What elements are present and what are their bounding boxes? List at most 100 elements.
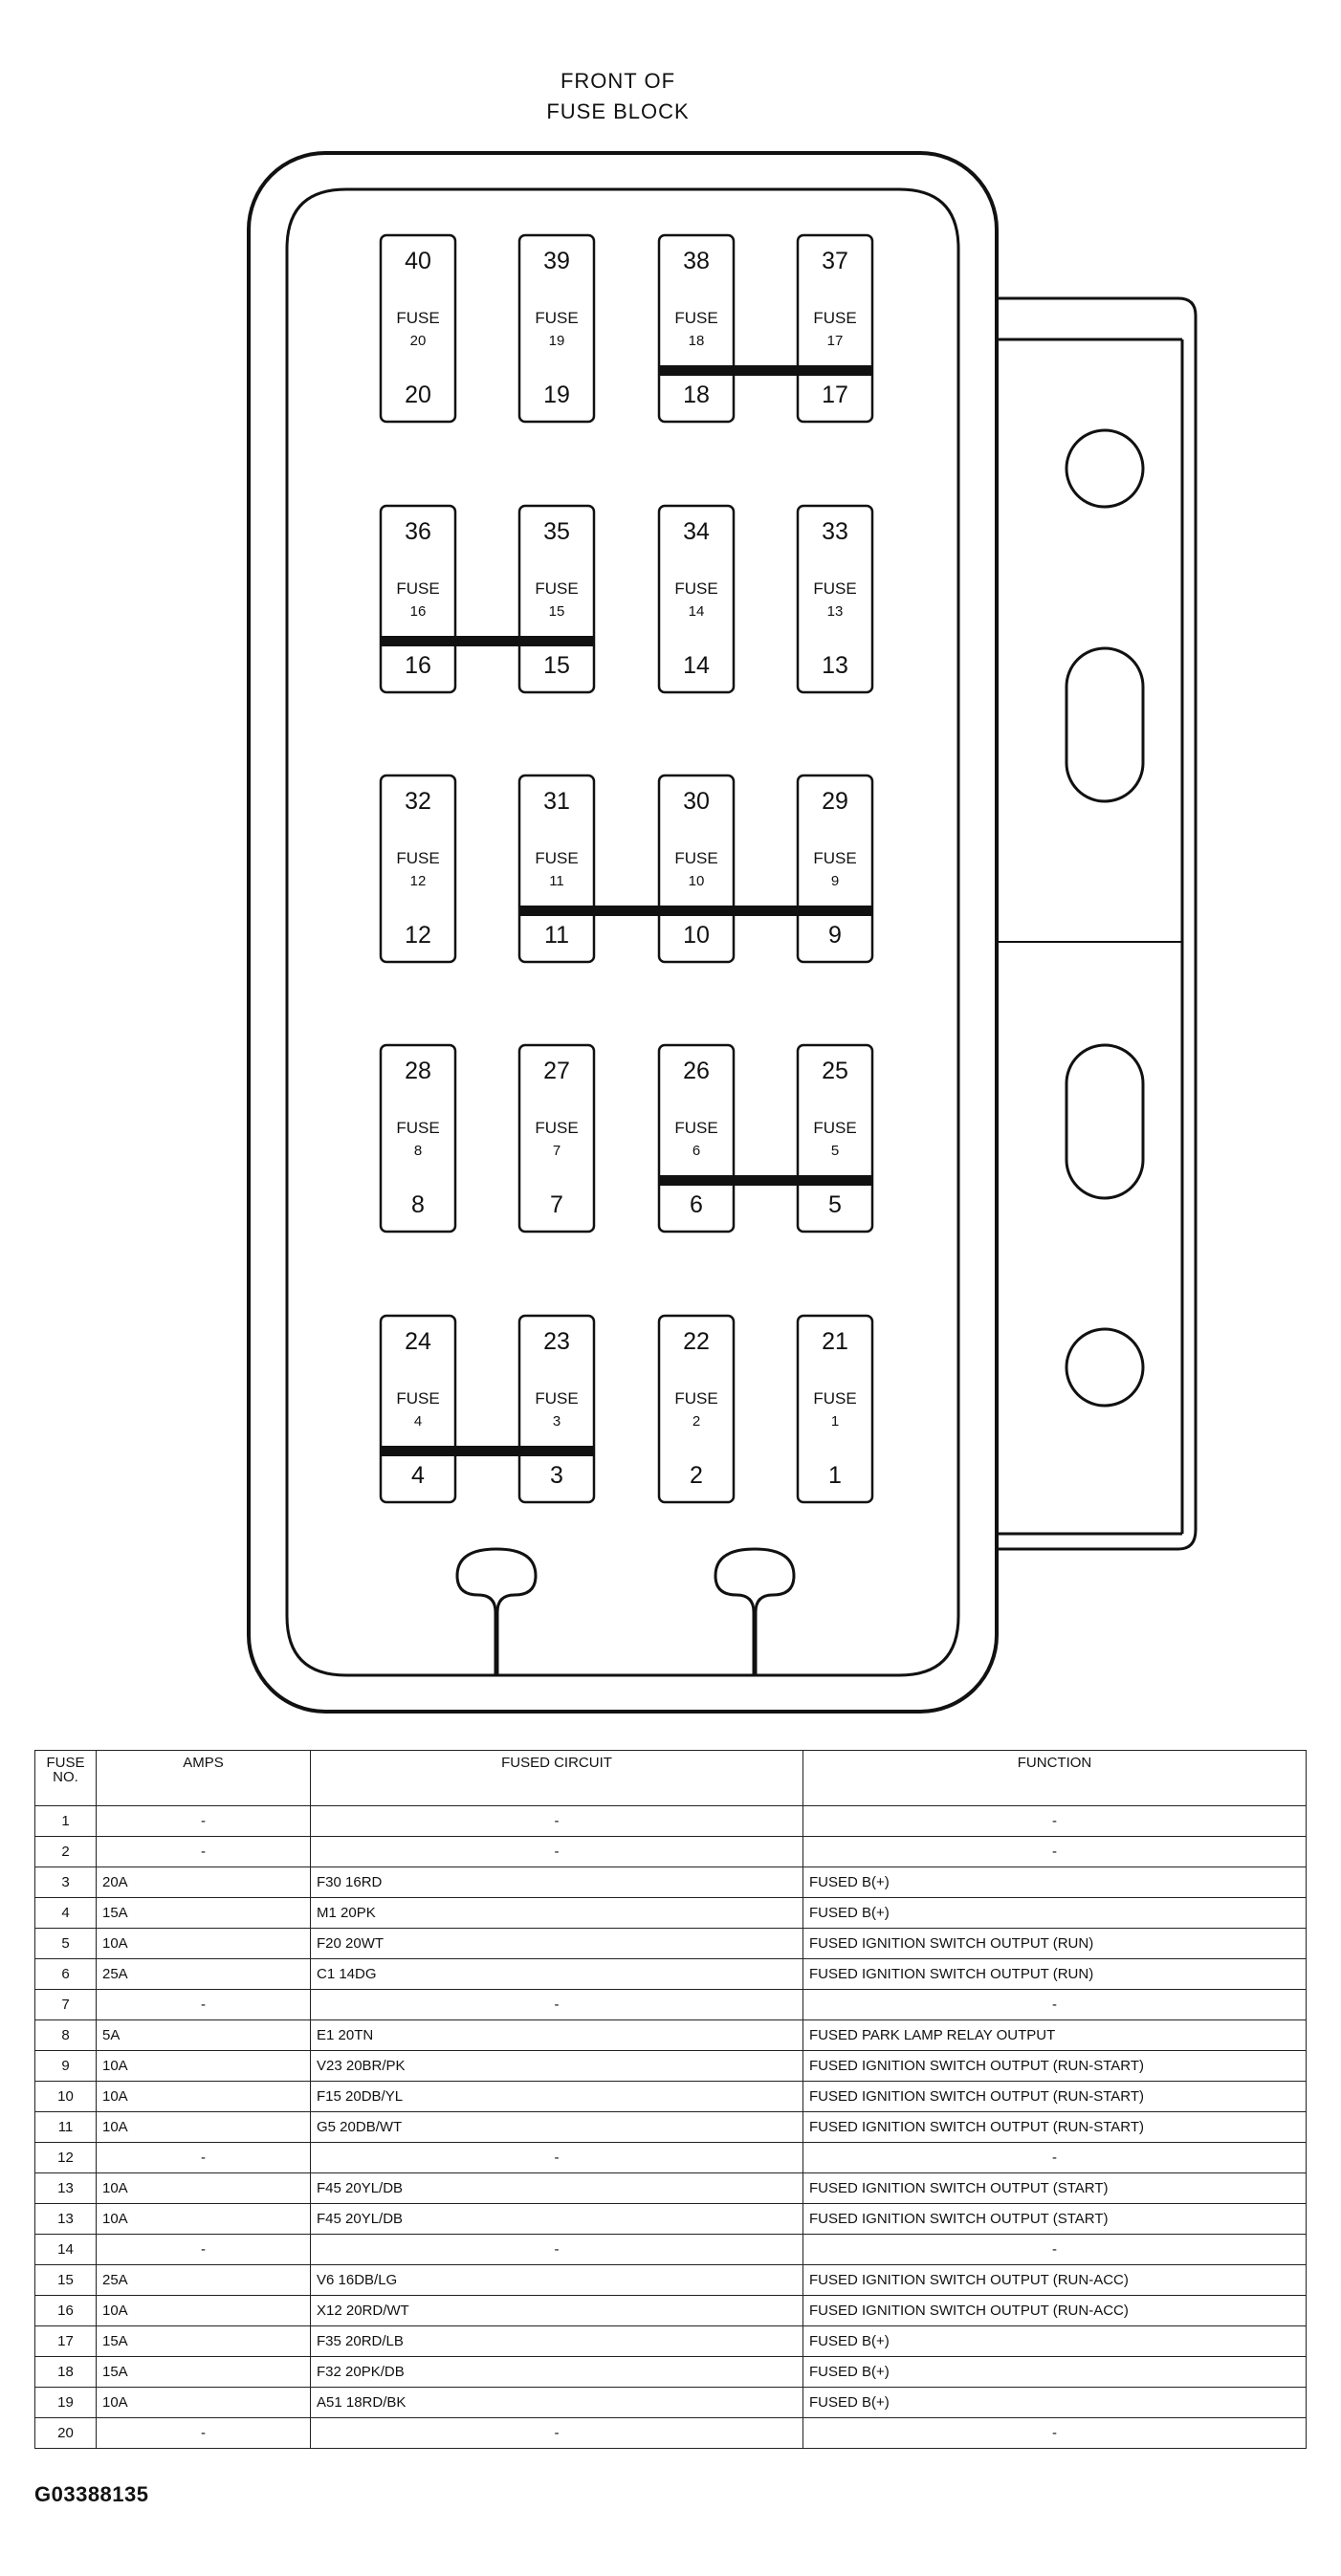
fuse-cavity-number: 17 — [822, 382, 848, 408]
fuse-cavity-number: 11 — [544, 922, 569, 949]
fuse-cavity-number: 13 — [822, 652, 848, 679]
function-cell: - — [802, 1989, 1307, 2020]
fused-circuit-cell: - — [310, 1989, 803, 2020]
header-fuse-no-line1: FUSE — [46, 1755, 85, 1771]
fuse-number: 10 — [689, 873, 705, 889]
fuse-cavity-number: 32 — [405, 788, 431, 815]
fuse-cavity-number: 26 — [683, 1058, 710, 1084]
figure-id: G03388135 — [34, 2482, 149, 2506]
fuse-no-cell: 6 — [34, 1958, 97, 1990]
fused-circuit-cell: M1 20PK — [310, 1897, 803, 1929]
fuse-no-cell: 2 — [34, 1836, 97, 1867]
fuse-label: FUSE — [813, 1119, 856, 1137]
side-connector-housing — [995, 296, 1198, 1551]
fuse-label: FUSE — [813, 579, 856, 598]
fuse-label: FUSE — [674, 309, 717, 327]
fused-circuit-cell: F32 20PK/DB — [310, 2356, 803, 2388]
fuse-cavity-number: 1 — [828, 1462, 842, 1489]
fuse-cavity-number: 27 — [543, 1058, 570, 1084]
fused-circuit-cell: G5 20DB/WT — [310, 2111, 803, 2143]
fuse-number: 20 — [410, 333, 427, 349]
fuse-number: 9 — [831, 873, 839, 889]
function-cell: FUSED B(+) — [802, 2356, 1307, 2388]
amps-cell: 20A — [96, 1867, 311, 1898]
function-cell: FUSED IGNITION SWITCH OUTPUT (RUN) — [802, 1928, 1307, 1959]
fuse-label: FUSE — [396, 849, 439, 867]
fused-circuit-cell: F20 20WT — [310, 1928, 803, 1959]
fuse-no-cell: 5 — [34, 1928, 97, 1959]
diagram-title-line2: FUSE BLOCK — [546, 99, 689, 123]
fuse-no-cell: 3 — [34, 1867, 97, 1898]
fuse-cavity-number: 19 — [543, 382, 570, 408]
fuse-cavity-number: 33 — [822, 518, 848, 545]
fuse-label: FUSE — [535, 1389, 578, 1408]
fuse-cavity-number: 29 — [822, 788, 848, 815]
table-row: 20--- — [34, 2417, 1307, 2449]
fuse-no-cell: 7 — [34, 1989, 97, 2020]
amps-cell: 10A — [96, 2172, 311, 2204]
fuse-number: 15 — [549, 603, 565, 620]
function-cell: FUSED B(+) — [802, 1867, 1307, 1898]
header-fuse-no: FUSE NO. — [34, 1750, 97, 1806]
function-cell: FUSED IGNITION SWITCH OUTPUT (RUN-ACC) — [802, 2264, 1307, 2296]
function-cell: - — [802, 2234, 1307, 2265]
fuse-cavity-number: 25 — [822, 1058, 848, 1084]
fuse-label: FUSE — [535, 309, 578, 327]
fuse-no-cell: 14 — [34, 2234, 97, 2265]
fuse-label: FUSE — [535, 849, 578, 867]
fuse-no-cell: 17 — [34, 2325, 97, 2357]
fuse-cavity-number: 31 — [543, 788, 570, 815]
function-cell: FUSED IGNITION SWITCH OUTPUT (START) — [802, 2203, 1307, 2235]
fuse-outline — [657, 504, 736, 694]
amps-cell: 15A — [96, 1897, 311, 1929]
fuse-outline — [379, 233, 457, 424]
fuse-no-cell: 20 — [34, 2417, 97, 2449]
function-cell: FUSED IGNITION SWITCH OUTPUT (START) — [802, 2172, 1307, 2204]
fuse-cavity-number: 34 — [683, 518, 710, 545]
table-row: 1--- — [34, 1805, 1307, 1837]
fuse-number: 17 — [827, 333, 844, 349]
function-cell: - — [802, 1805, 1307, 1837]
fuse-outline — [517, 1043, 596, 1233]
header-fuse-no-line2: NO. — [53, 1769, 78, 1785]
fuse-number: 5 — [831, 1143, 839, 1159]
fuse-label: FUSE — [535, 579, 578, 598]
fuse-outline — [517, 233, 596, 424]
fuse-label: FUSE — [396, 579, 439, 598]
fuse-cavity-number: 14 — [683, 652, 710, 679]
function-cell: FUSED IGNITION SWITCH OUTPUT (RUN-START) — [802, 2081, 1307, 2112]
fused-circuit-cell: X12 20RD/WT — [310, 2295, 803, 2326]
fused-circuit-cell: F45 20YL/DB — [310, 2203, 803, 2235]
fuse-label: FUSE — [396, 1119, 439, 1137]
fuse-outline — [379, 774, 457, 964]
amps-cell: 10A — [96, 2295, 311, 2326]
diagram-title-line1: FRONT OF — [561, 69, 675, 93]
fuse-number: 6 — [692, 1143, 700, 1159]
amps-cell: - — [96, 1989, 311, 2020]
fuse-cavity-number: 39 — [543, 248, 570, 274]
fuse-cavity-number: 6 — [690, 1191, 703, 1218]
function-cell: FUSED B(+) — [802, 1897, 1307, 1929]
function-cell: FUSED IGNITION SWITCH OUTPUT (RUN-START) — [802, 2111, 1307, 2143]
amps-cell: - — [96, 2234, 311, 2265]
fused-circuit-cell: F30 16RD — [310, 1867, 803, 1898]
fuse-no-cell: 11 — [34, 2111, 97, 2143]
fuse-no-cell: 4 — [34, 1897, 97, 1929]
fuse-cavity-number: 23 — [543, 1328, 570, 1355]
amps-cell: 15A — [96, 2325, 311, 2357]
amps-cell: 25A — [96, 1958, 311, 1990]
mounting-hole-icon — [1065, 428, 1145, 509]
